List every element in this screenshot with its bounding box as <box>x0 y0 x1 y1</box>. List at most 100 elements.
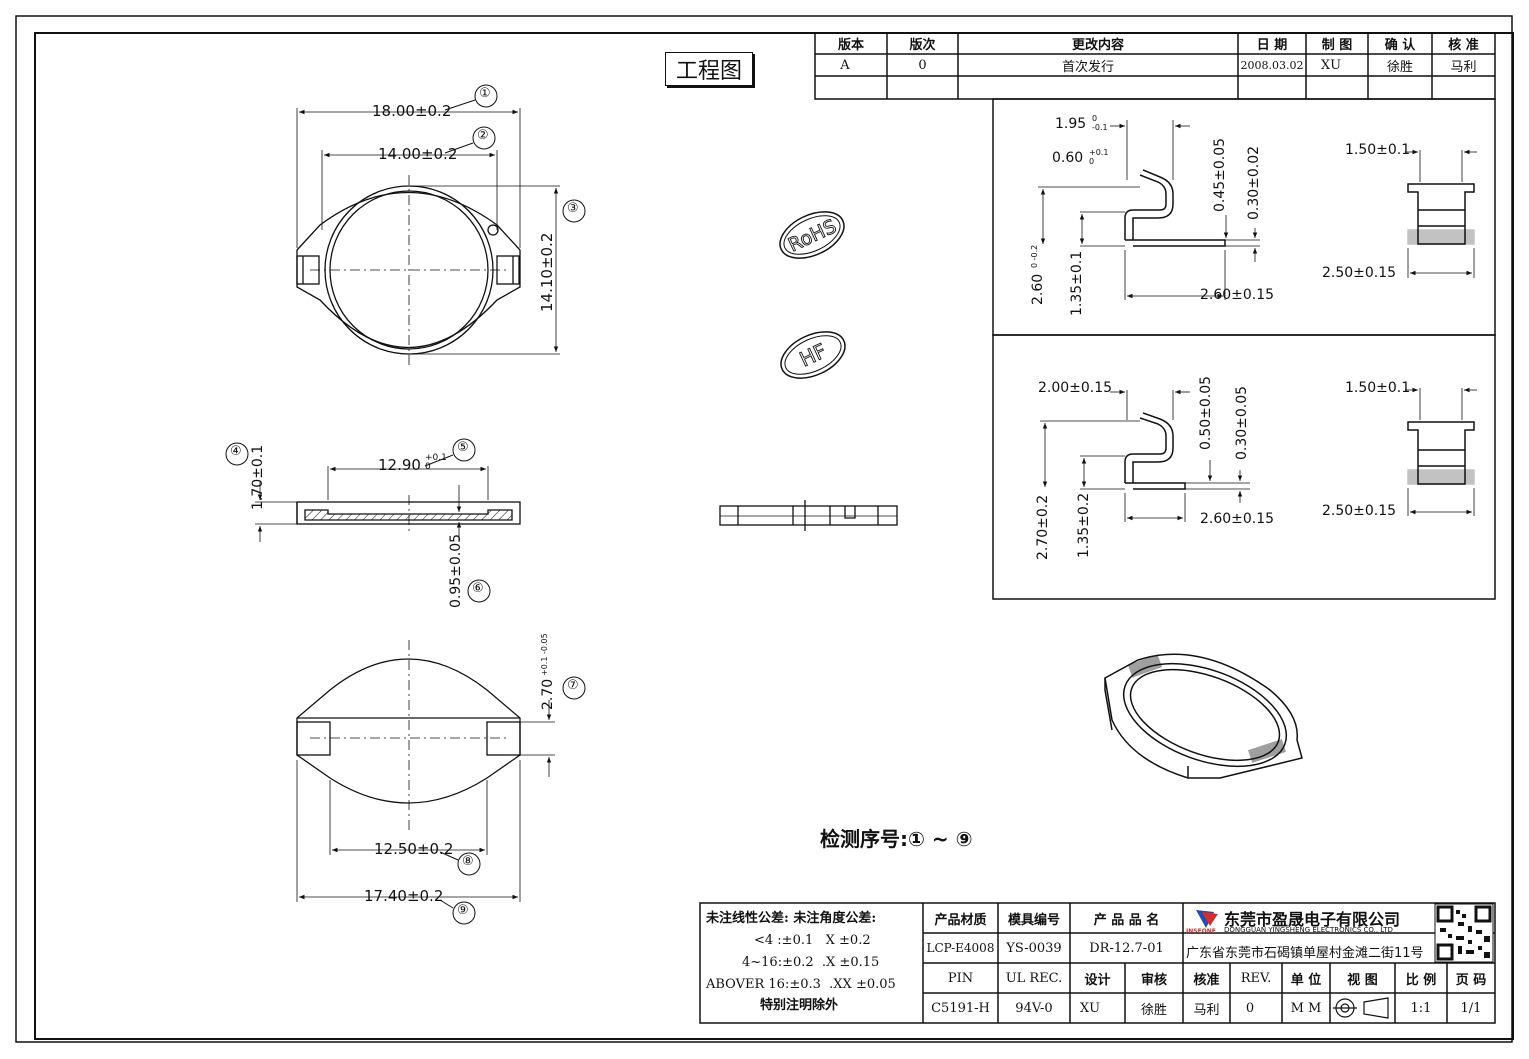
company-name-en: DONGGUAN YINGSHENG ELECTRONICS CO., LTD <box>1224 926 1393 934</box>
dim-8: 12.50±0.2 <box>374 840 454 858</box>
rev-h-approve: 核 准 <box>1448 38 1479 53</box>
design-value: XU <box>1079 1000 1101 1016</box>
h-product-name: 产 品 品 名 <box>1093 912 1160 928</box>
company-logo-icon <box>1196 910 1218 928</box>
detail-bottom-e: 2.70±0.2 <box>1035 494 1051 560</box>
top-view <box>296 108 560 365</box>
h-rev: REV. <box>1240 970 1272 986</box>
detail-bottom-a: 2.00±0.15 <box>1038 380 1113 396</box>
pin-value: C5191-H <box>931 1000 990 1016</box>
h-mold: 模具编号 <box>1007 912 1060 928</box>
rev-h-version: 版本 <box>837 38 864 53</box>
detail-bottom-g: 2.60±0.15 <box>1200 511 1275 527</box>
h-approve: 核准 <box>1193 972 1220 988</box>
circle-num-4: ④ <box>230 444 242 459</box>
tolerance-line-2: <4 :±0.1 X ±0.2 <box>754 933 871 948</box>
rohs-mark <box>779 211 845 259</box>
dim-7: 2.70 <box>540 678 556 710</box>
detail-top-e: 2.60 <box>1030 273 1046 305</box>
circle-num-8: ⑧ <box>462 854 474 869</box>
circle-num-2: ② <box>477 128 489 143</box>
inner-border <box>34 32 1514 1040</box>
product-name-value: DR-12.7-01 <box>1089 940 1164 956</box>
h-material: 产品材质 <box>934 912 987 928</box>
company-address: 广东省东莞市石碣镇单屋村金滩二街11号 <box>1186 946 1424 961</box>
h-view: 视 图 <box>1347 972 1378 988</box>
dim-5-tol: +0.1 0 <box>425 453 447 472</box>
rohs-text: RoHS <box>785 215 840 256</box>
circle-num-9: ⑨ <box>457 903 469 918</box>
tolerance-line-5: 特别注明除外 <box>760 998 839 1013</box>
dim-6: 0.95±0.05 <box>448 533 464 608</box>
tolerance-line-3: 4~16:±0.2 .X ±0.15 <box>742 955 880 970</box>
scale-value: 1:1 <box>1410 1000 1432 1016</box>
detail-top-g: 2.60±0.15 <box>1200 287 1275 303</box>
rev-version: A <box>840 57 850 73</box>
circle-num-5: ⑤ <box>457 440 469 455</box>
side-section-view <box>255 466 521 542</box>
hf-mark <box>780 331 846 379</box>
detail-top-c: 0.45±0.05 <box>1212 137 1228 212</box>
detail-top-f: 1.35±0.1 <box>1069 250 1085 316</box>
company-logo-text: INSEONE <box>1186 928 1216 935</box>
rev-h-date: 日 期 <box>1256 38 1288 53</box>
dim-1: 18.00±0.2 <box>372 102 452 120</box>
view-symbol-icon <box>1333 997 1389 1019</box>
circle-num-1: ① <box>479 86 491 101</box>
terminal-side-bottom <box>1405 387 1477 516</box>
detail-bottom-i: 2.50±0.15 <box>1322 503 1397 519</box>
dim-4: 1.70±0.1 <box>250 444 266 510</box>
circle-bubbles <box>225 84 586 925</box>
circle-num-7: ⑦ <box>567 678 579 693</box>
h-design: 设计 <box>1084 972 1111 988</box>
terminal-profile-bottom <box>1040 389 1250 522</box>
h-scale: 比 例 <box>1405 972 1437 988</box>
dim-9: 17.40±0.2 <box>364 887 444 905</box>
rev-approved: 马利 <box>1450 59 1477 75</box>
rev-confirmed: 徐胜 <box>1386 59 1413 75</box>
detail-bottom-f: 1.35±0.2 <box>1076 492 1092 558</box>
detail-bottom-d: 0.30±0.05 <box>1234 385 1250 460</box>
unit-value: M M <box>1290 1000 1322 1016</box>
title-block-grid <box>699 902 1496 1024</box>
detail-top-e-tol: 0 -0.2 <box>1030 244 1039 268</box>
rev-h-edition: 版次 <box>909 38 936 53</box>
bottom-view <box>296 640 555 902</box>
qr-code-icon <box>1434 903 1494 963</box>
outer-border <box>15 15 1513 1043</box>
center-side-view <box>719 500 898 531</box>
rev-content: 首次发行 <box>1061 59 1114 75</box>
detail-top-a: 1.95 <box>1055 116 1087 132</box>
rev-h-draw: 制 图 <box>1321 38 1353 53</box>
detail-bottom-c: 0.50±0.05 <box>1198 375 1214 450</box>
dim-2: 14.00±0.2 <box>378 145 458 163</box>
drawing-title: 工程图 <box>665 52 753 86</box>
h-ul: UL REC. <box>1005 970 1063 986</box>
detail-top-h: 1.50±0.1 <box>1345 142 1411 158</box>
detail-top-b-tol: +0.1 0 <box>1089 148 1109 166</box>
detail-top-a-tol: 0 -0.1 <box>1092 114 1108 132</box>
ul-value: 94V-0 <box>1015 1000 1053 1016</box>
dim-7-tol: +0.1 -0.05 <box>540 633 549 676</box>
approve-value: 马利 <box>1193 1002 1220 1018</box>
rev-h-content: 更改内容 <box>1071 38 1124 53</box>
terminal-side-top <box>1405 149 1477 278</box>
h-pin: PIN <box>947 970 974 986</box>
rev-drawn: XU <box>1320 57 1342 73</box>
terminal-profile-top <box>1038 120 1260 300</box>
rev-value: 0 <box>1245 1000 1255 1016</box>
review-value: 徐胜 <box>1140 1002 1167 1018</box>
dim-5: 12.90 <box>378 456 421 474</box>
isometric-view <box>1104 653 1303 779</box>
inspection-sequence: 检测序号:① ~ ⑨ <box>820 827 973 851</box>
material-value: LCP-E4008 <box>926 941 995 955</box>
h-review: 审核 <box>1140 972 1167 988</box>
h-unit: 单 位 <box>1290 972 1322 988</box>
rev-date: 2008.03.02 <box>1240 58 1304 72</box>
detail-top-d: 0.30±0.02 <box>1246 145 1262 220</box>
detail-box-bottom <box>992 334 1496 600</box>
h-page: 页 码 <box>1455 972 1487 988</box>
page-value: 1/1 <box>1460 1000 1482 1016</box>
rev-edition: 0 <box>918 57 927 73</box>
detail-bottom-h: 1.50±0.1 <box>1345 380 1411 396</box>
